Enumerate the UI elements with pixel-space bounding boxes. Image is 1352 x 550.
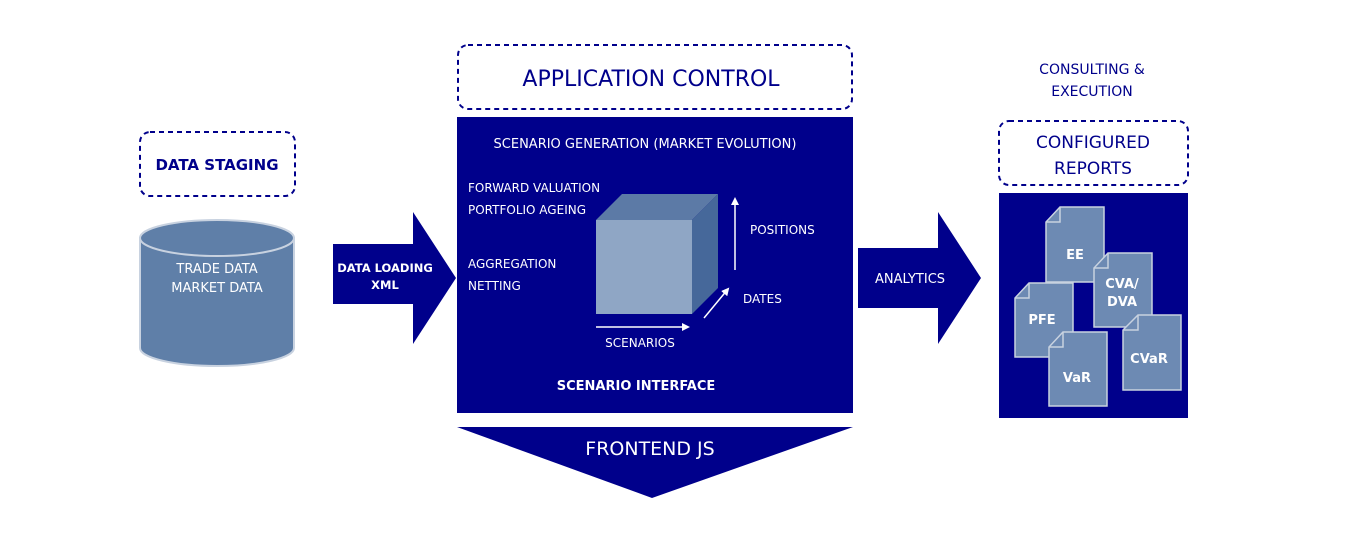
netting-label: NETTING [468,279,521,293]
configured-label: CONFIGURED [1036,133,1150,153]
application-control-label: APPLICATION CONTROL [522,67,780,92]
cva-label: CVA/ [1105,277,1139,292]
portfolio-ageing-label: PORTFOLIO AGEING [468,203,586,217]
data-loading-arrow [333,212,456,344]
reports-label: REPORTS [1054,159,1132,179]
execution-label: EXECUTION [1051,84,1132,100]
pfe-label: PFE [1028,313,1055,328]
configured-reports-box [998,120,1189,186]
data-staging-label: DATA STAGING [155,156,278,174]
consulting-label: CONSULTING & [1039,62,1145,78]
ee-label: EE [1066,248,1084,263]
positions-label: POSITIONS [750,223,815,237]
ee-document-icon [1045,206,1105,283]
trade-data-label: TRADE DATA [175,262,257,277]
analytics-label: ANALYTICS [875,272,945,287]
market-data-label: MARKET DATA [171,281,263,296]
dates-label: DATES [743,292,782,306]
dva-label: DVA [1107,295,1137,310]
xml-label: XML [371,278,399,292]
dates-axis-arrow [703,287,730,319]
var-document-icon [1048,331,1108,407]
scenarios-label: SCENARIOS [605,336,675,350]
cvar-document-icon [1122,314,1182,391]
cva-dva-document-icon [1093,252,1153,328]
data-loading-label: DATA LOADING [337,261,433,275]
frontend-js-arrow [457,427,853,498]
aggregation-label: AGGREGATION [468,257,556,271]
database-icon [139,219,295,367]
data-staging-box [139,131,296,197]
scenario-cube-icon [596,194,718,314]
application-control-box [457,44,853,110]
scenario-generation-header: SCENARIO GENERATION (MARKET EVOLUTION) [494,137,797,152]
scenario-interface-label: SCENARIO INTERFACE [557,379,716,394]
frontend-js-label: FRONTEND JS [585,438,714,460]
var-label: VaR [1063,371,1091,386]
analytics-arrow [858,212,981,344]
cvar-label: CVaR [1130,352,1168,367]
forward-valuation-label: FORWARD VALUATION [468,181,600,195]
